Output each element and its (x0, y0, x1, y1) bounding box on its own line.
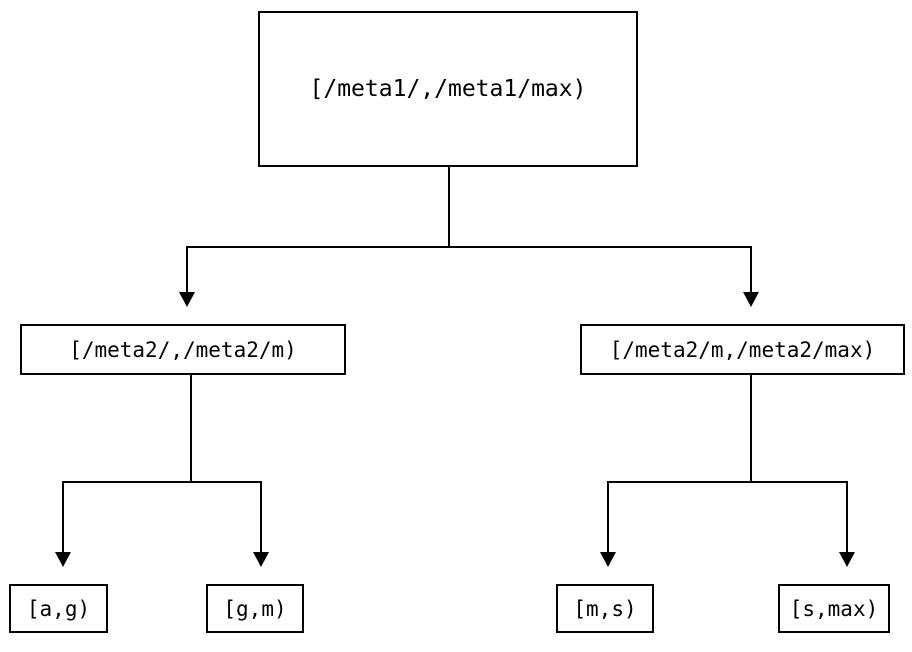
edge-mid-left-bus (62, 481, 262, 483)
edge-mid-left-stem (190, 375, 192, 482)
node-leaf-2[interactable]: [g,m) (206, 584, 304, 633)
node-root-label: [/meta1/,/meta1/max) (309, 76, 587, 102)
node-mid-right-label: [/meta2/m,/meta2/max) (609, 337, 876, 362)
edge-root-bus (186, 246, 752, 248)
edge-root-stem (448, 167, 450, 248)
node-root[interactable]: [/meta1/,/meta1/max) (258, 11, 638, 167)
edge-mid-right-to-leaf4-drop (846, 481, 848, 554)
arrow-mid-left-to-leaf2 (253, 552, 269, 567)
arrow-mid-left-to-leaf1 (55, 552, 71, 567)
arrow-root-to-mid-right (743, 292, 759, 307)
edge-mid-left-to-leaf1-drop (62, 481, 64, 554)
edge-mid-right-stem (750, 375, 752, 482)
node-leaf-3[interactable]: [m,s) (556, 584, 654, 633)
node-leaf-4[interactable]: [s,max) (778, 584, 890, 633)
edge-mid-right-to-leaf3-drop (607, 481, 609, 554)
node-mid-left[interactable]: [/meta2/,/meta2/m) (20, 324, 346, 375)
node-mid-right[interactable]: [/meta2/m,/meta2/max) (580, 324, 905, 375)
edge-root-to-mid-left-drop (186, 246, 188, 294)
node-mid-left-label: [/meta2/,/meta2/m) (69, 337, 297, 362)
node-leaf-3-label: [m,s) (573, 596, 637, 621)
edge-mid-right-bus (607, 481, 848, 483)
arrow-mid-right-to-leaf4 (839, 552, 855, 567)
edge-root-to-mid-right-drop (750, 246, 752, 294)
node-leaf-4-label: [s,max) (789, 596, 879, 621)
node-leaf-1[interactable]: [a,g) (9, 584, 108, 633)
node-leaf-2-label: [g,m) (223, 596, 287, 621)
arrow-root-to-mid-left (179, 292, 195, 307)
edge-mid-left-to-leaf2-drop (260, 481, 262, 554)
node-leaf-1-label: [a,g) (26, 596, 91, 621)
arrow-mid-right-to-leaf3 (600, 552, 616, 567)
